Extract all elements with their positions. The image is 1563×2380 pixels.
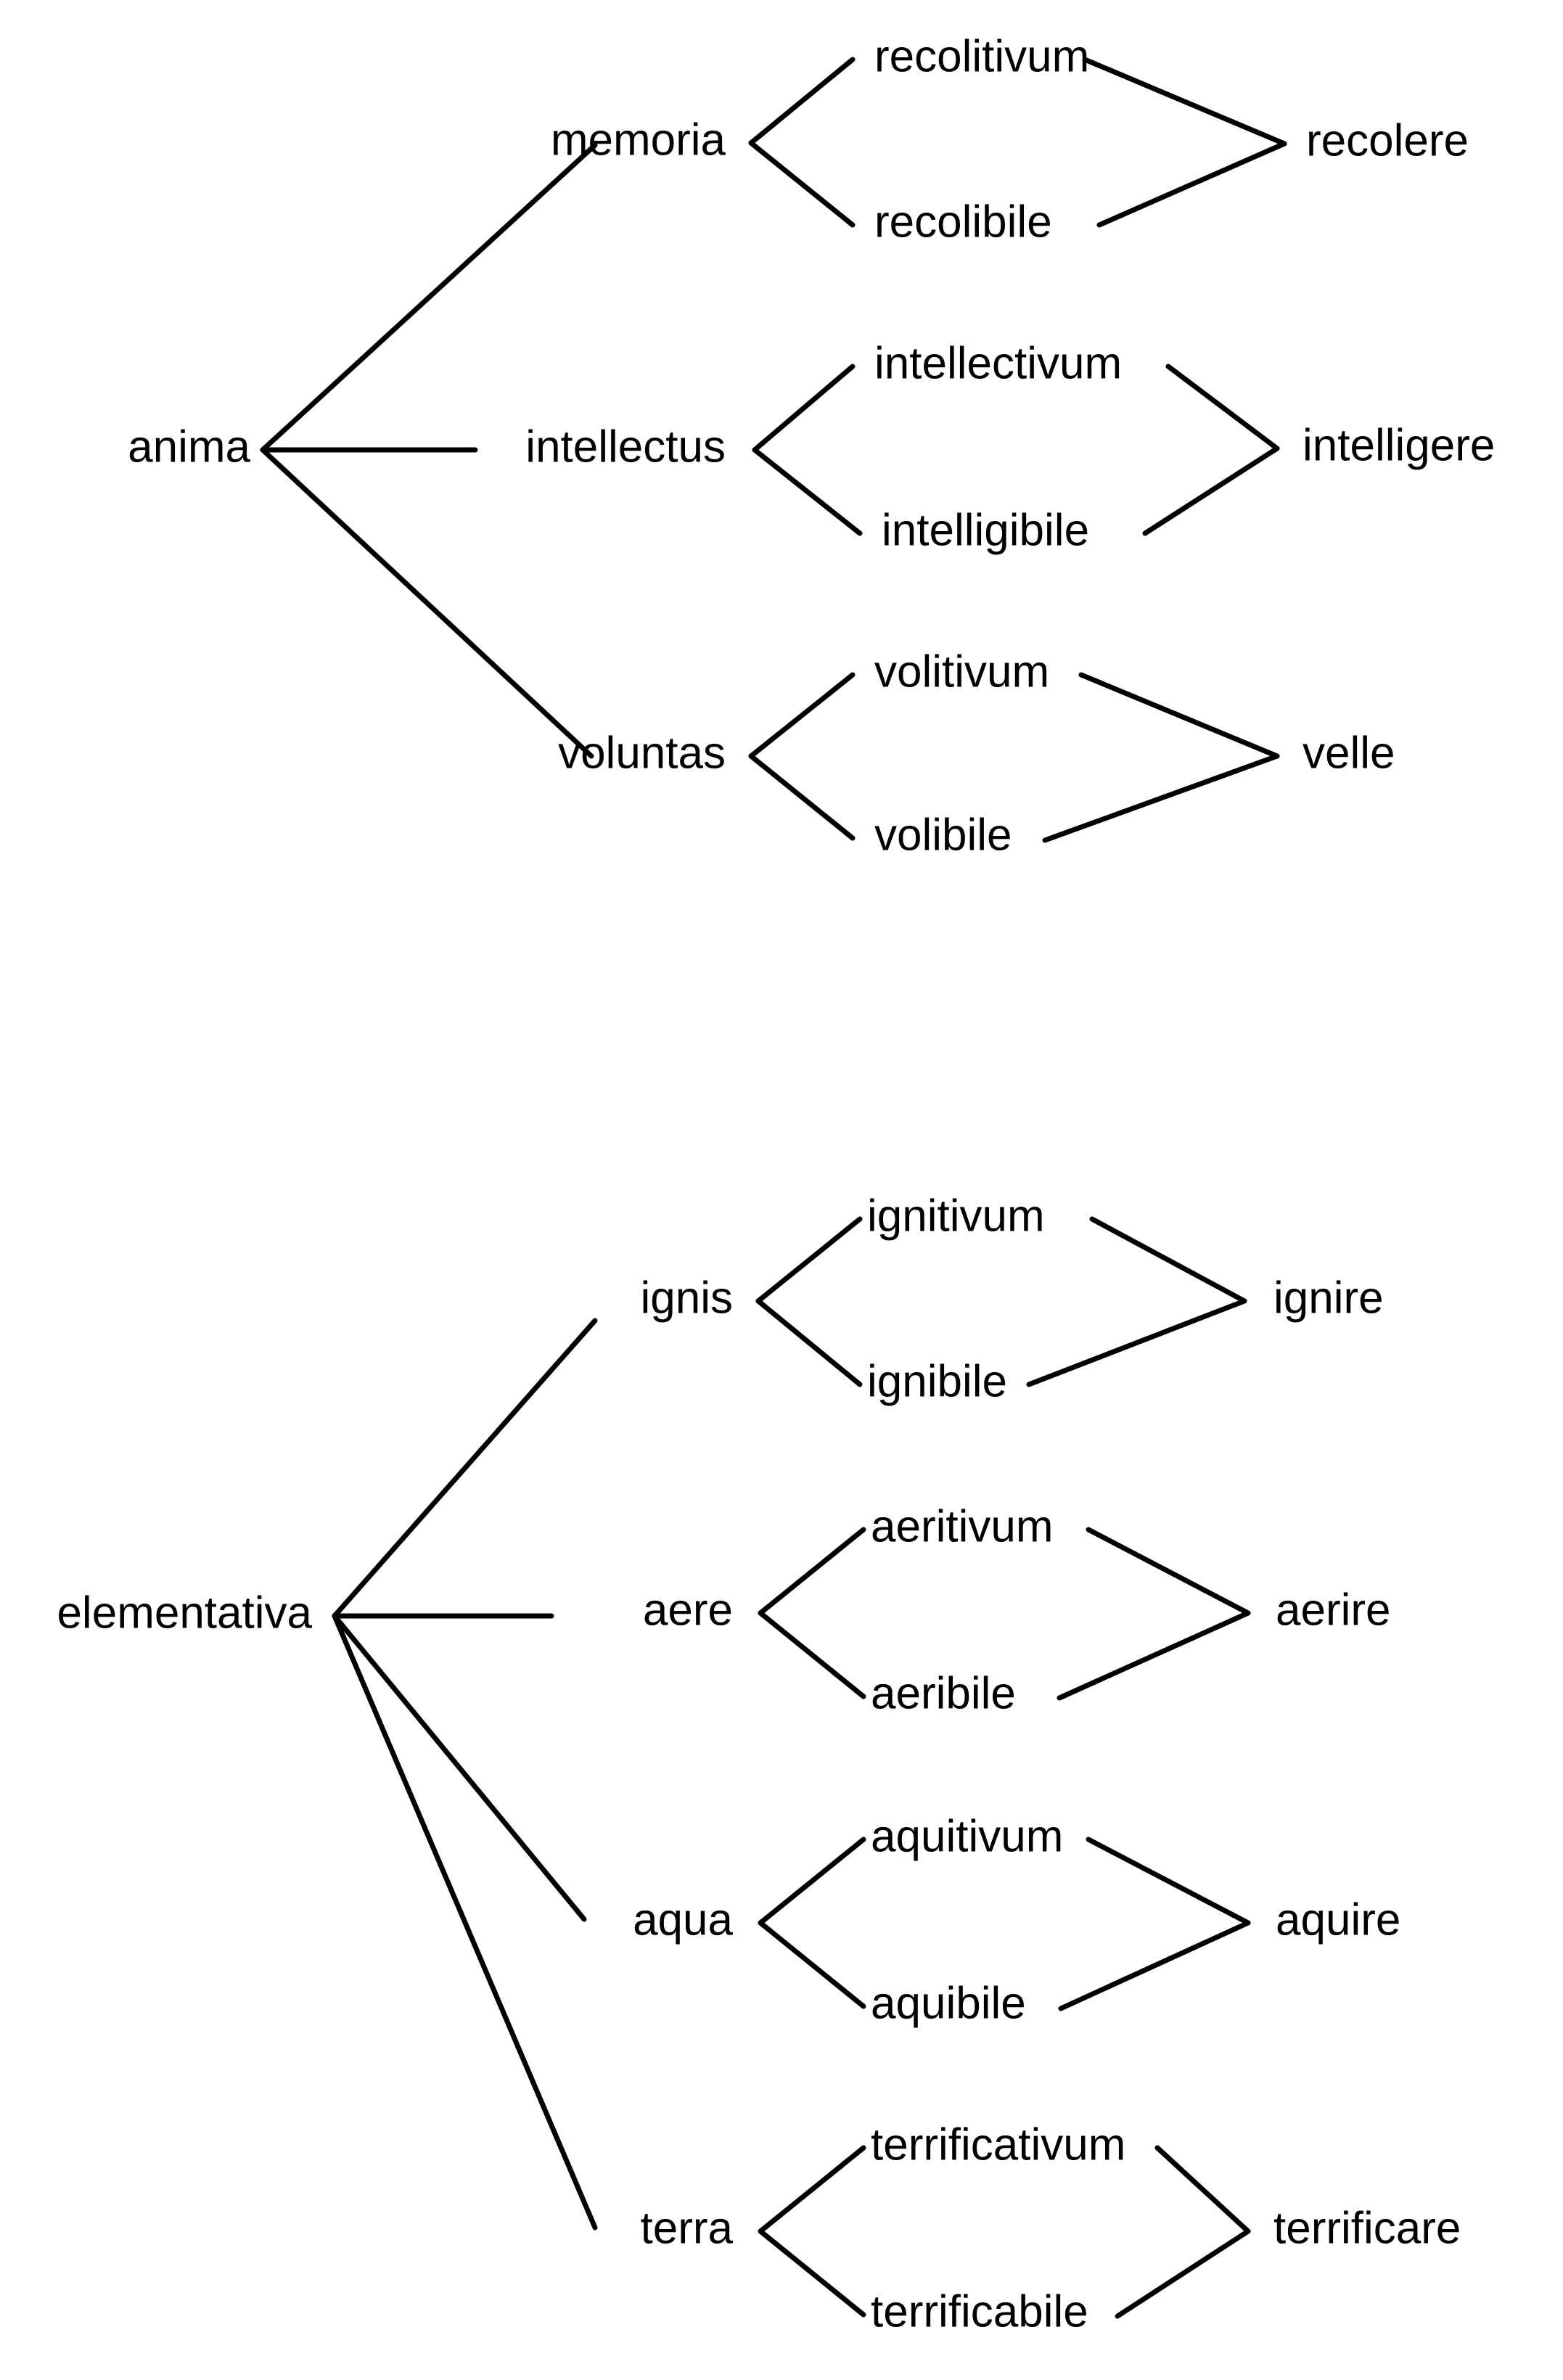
edge-ignis-ignitivum [755,1216,863,1304]
node-memoria: memoria [551,115,726,165]
edge-intellectus-intellectivum [752,364,856,453]
node-recolitivum: recolitivum [874,31,1089,81]
edge-intelligibile-intelligere [1142,446,1280,536]
edge-anima-memoria [260,142,598,453]
edge-aere-aeribile [758,1610,866,1699]
edge-voluntas-volitivum [748,672,856,759]
node-ignis: ignis [640,1273,733,1323]
node-intellectivum: intellectivum [874,338,1122,388]
node-aeribile: aeribile [871,1668,1016,1718]
node-anima: anima [128,422,250,472]
node-ignibile: ignibile [867,1356,1007,1406]
node-intelligere: intelligere [1302,420,1495,470]
node-aerire: aerire [1276,1585,1391,1635]
node-aqua: aqua [633,1895,733,1945]
edge-terra-terrificabile [758,2228,866,2318]
node-terrificare: terrificare [1273,2203,1461,2253]
edge-terrificativum-terrificare [1154,2145,1251,2234]
anima-tree-group: anima memoria recolitivum recolibile rec… [128,31,1495,860]
node-volibile: volibile [874,810,1012,860]
node-terrificativum: terrificativum [871,2120,1125,2170]
node-terra: terra [641,2203,734,2253]
node-aquitivum: aquitivum [871,1811,1063,1861]
node-aquibile: aquibile [871,1978,1026,2028]
edge-voluntas-volibile [748,753,856,841]
edge-recolitivum-recolere [1082,57,1287,147]
edge-elementativa-aqua [332,1613,587,1922]
elementativa-tree-group: elementativa ignis ignitivum ignibile ig… [57,1191,1461,2336]
node-volitivum: volitivum [874,647,1049,697]
edge-intellectus-intelligibile [752,447,863,536]
edge-elementativa-ignis [332,1318,598,1619]
edge-ignitivum-ignire [1089,1216,1247,1304]
edge-terrificabile-terrificare [1115,2228,1251,2319]
edge-terra-terrificativum [758,2145,866,2234]
node-recolibile: recolibile [874,197,1052,247]
edge-intellectivum-intelligere [1165,364,1280,451]
edge-memoria-recolitivum [748,57,856,146]
edge-recolibile-recolere [1096,141,1287,228]
edge-aquitivum-aquire [1086,1837,1251,1926]
node-ignire: ignire [1273,1273,1384,1323]
node-aeritivum: aeritivum [871,1501,1054,1551]
edge-aere-aeritivum [758,1527,866,1616]
edge-memoria-recolibile [748,140,856,228]
edge-aeribile-aerire [1057,1610,1251,1701]
edge-aqua-aquibile [758,1920,866,2009]
node-voluntas: voluntas [558,728,726,778]
edge-aeritivum-aerire [1086,1527,1251,1616]
node-intelligibile: intelligibile [882,505,1089,555]
edge-volibile-velle [1042,753,1280,843]
node-ignitivum: ignitivum [867,1191,1045,1241]
edge-aqua-aquitivum [758,1837,866,1926]
node-aere: aere [643,1585,733,1635]
node-recolere: recolere [1306,115,1469,165]
edge-ignis-ignibile [755,1298,863,1387]
edge-volitivum-velle [1078,672,1280,759]
edge-elementativa-terra [332,1613,598,2231]
node-intellectus: intellectus [525,422,726,472]
node-terrificabile: terrificabile [871,2286,1088,2336]
node-aquire: aquire [1276,1895,1400,1945]
node-velle: velle [1302,728,1395,778]
node-elementativa: elementativa [57,1588,312,1638]
edge-ignibile-ignire [1026,1298,1247,1387]
edge-anima-voluntas [260,447,594,759]
edge-aquibile-aquire [1058,1920,1251,2011]
